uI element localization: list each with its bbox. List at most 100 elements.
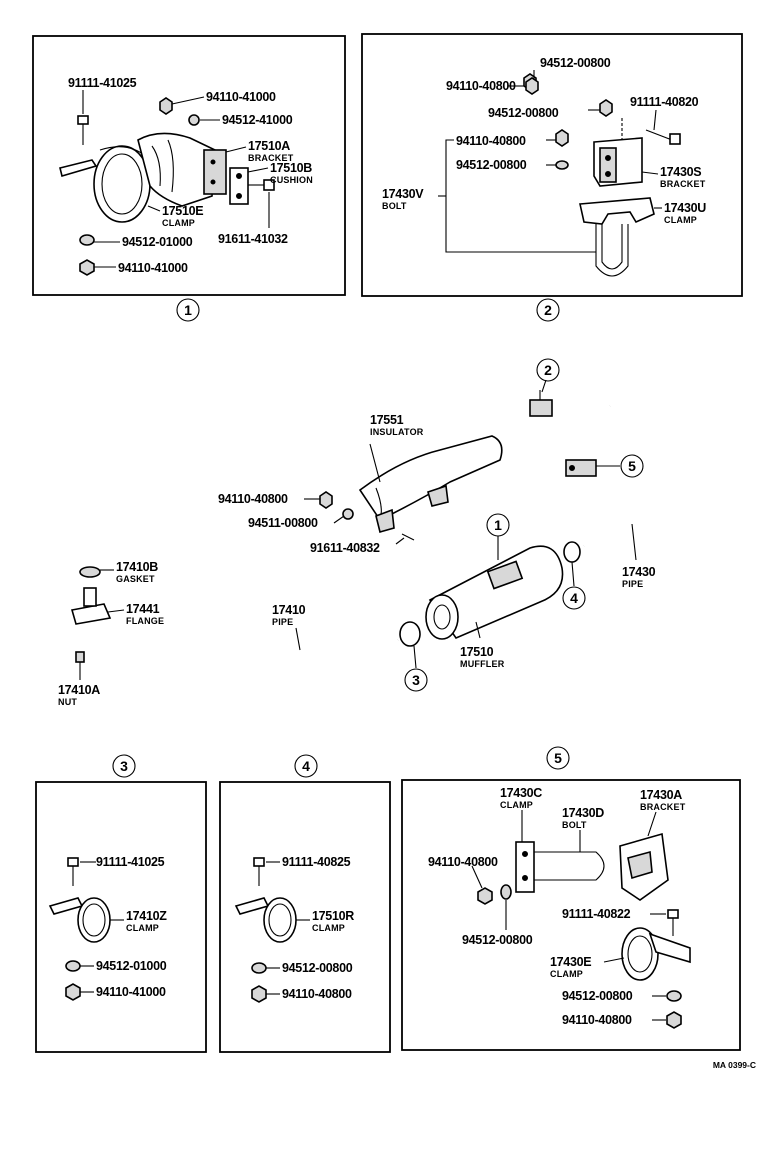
gasket-icon (79, 566, 101, 578)
detail-box-3: 91111-41025 17410Z CLAMP 94512-01000 941… (35, 781, 207, 1053)
part-number: 91111-40825 (282, 855, 351, 869)
part-name: BRACKET (640, 802, 686, 812)
callout-number: 3 (120, 758, 128, 774)
bolt-icon (667, 909, 679, 936)
detail-box-3-frame (35, 781, 207, 1053)
leader-line (475, 621, 481, 639)
part-number: 91111-40822 (562, 907, 631, 921)
leader-line (225, 146, 247, 153)
part-number: 17410Z (126, 909, 167, 923)
part-name: PIPE (622, 579, 643, 589)
callout-3: 3 (404, 668, 428, 692)
bolt-icon (67, 857, 79, 886)
part-number: 94512-01000 (96, 959, 167, 973)
leader-line (445, 139, 454, 196)
detail-box-1-frame (32, 35, 346, 296)
part-number: 91111-41025 (96, 855, 165, 869)
leader-line (171, 96, 205, 105)
detail-box-5: 17430C CLAMP 17430D BOLT 17430A BRACKET … (401, 779, 741, 1051)
callout-number: 1 (494, 517, 502, 533)
leader-line (653, 109, 657, 131)
part-name: CLAMP (500, 800, 533, 810)
leader-line (541, 379, 547, 393)
leader-line (107, 609, 125, 613)
leader-line (631, 523, 637, 561)
part-name: CLAMP (550, 969, 583, 979)
clamp-icon (621, 927, 691, 981)
nut-icon (666, 1011, 682, 1029)
flange-icon (70, 587, 112, 625)
hanger-icon (529, 390, 553, 417)
callout-5: 5 (620, 454, 644, 478)
clamp-plate-icon (515, 841, 535, 893)
washer-icon (65, 960, 81, 972)
bolt-icon (248, 179, 275, 191)
callout-2: 2 (536, 358, 560, 382)
part-number: 94110-40800 (562, 1013, 632, 1027)
bolt-icon (401, 533, 415, 541)
part-name: CUSHION (270, 175, 313, 185)
washer-icon (555, 160, 569, 170)
part-name: BOLT (562, 820, 587, 830)
part-name: FLANGE (126, 616, 164, 626)
callout-4: 4 (562, 586, 586, 610)
part-number: 17510A (248, 139, 290, 153)
part-number: 17430V (382, 187, 424, 201)
insulator-icon (358, 435, 503, 533)
leader-line (395, 537, 405, 545)
part-number: 17410 (272, 603, 306, 617)
part-number: 17510 (460, 645, 494, 659)
nut-icon (75, 651, 85, 663)
part-number: 91111-40820 (630, 95, 699, 109)
callout-number: 5 (628, 458, 636, 474)
callout-2-box: 2 (536, 298, 560, 322)
part-number: 17430C (500, 786, 542, 800)
washer-icon (599, 99, 613, 117)
pipe-end-icon (137, 132, 216, 207)
u-bolt-icon (595, 224, 629, 277)
part-number: 94110-41000 (96, 985, 166, 999)
muffler-icon (425, 545, 564, 640)
part-number: 94512-00800 (456, 158, 527, 172)
detail-box-2-frame (361, 33, 743, 297)
u-bolt-icon (534, 851, 605, 881)
washer-icon (666, 990, 682, 1002)
leader-line (445, 196, 596, 253)
part-number: 94512-00800 (540, 56, 611, 70)
part-number: 94110-40800 (282, 987, 352, 1001)
part-name: CLAMP (664, 215, 697, 225)
nut-icon (477, 887, 493, 905)
washer-icon (79, 234, 95, 246)
part-number: 94110-40800 (428, 855, 498, 869)
nut-icon (79, 259, 95, 276)
part-number: 17410B (116, 560, 158, 574)
part-number: 94110-40800 (456, 134, 526, 148)
clamp-icon (234, 897, 297, 943)
part-number: 17430D (562, 806, 604, 820)
leader-line (333, 515, 345, 524)
part-name: BRACKET (660, 179, 706, 189)
part-number: 17410A (58, 683, 100, 697)
callout-3-box: 3 (112, 754, 136, 778)
part-number: 17430A (640, 788, 682, 802)
callout-number: 4 (302, 758, 310, 774)
part-number: 94110-40800 (218, 492, 288, 506)
clamp-icon (48, 897, 111, 943)
clamp-icon (579, 197, 655, 225)
part-number: 17430E (550, 955, 591, 969)
part-number: 91611-41032 (218, 232, 288, 246)
bolt-icon (253, 857, 265, 886)
part-name: CLAMP (126, 923, 159, 933)
callout-number: 5 (554, 750, 562, 766)
part-number: 94512-00800 (462, 933, 533, 947)
part-name: PIPE (272, 617, 293, 627)
washer-icon (342, 508, 354, 520)
detail-box-5-frame (401, 779, 741, 1051)
detail-box-2: 94512-00800 94110-40800 94512-00800 9111… (361, 33, 743, 297)
nut-icon (555, 129, 569, 147)
detail-box-4-frame (219, 781, 391, 1053)
part-number: 94512-00800 (562, 989, 633, 1003)
clamp-icon (59, 145, 151, 223)
nut-icon (319, 491, 333, 509)
nut-icon (251, 985, 267, 1003)
